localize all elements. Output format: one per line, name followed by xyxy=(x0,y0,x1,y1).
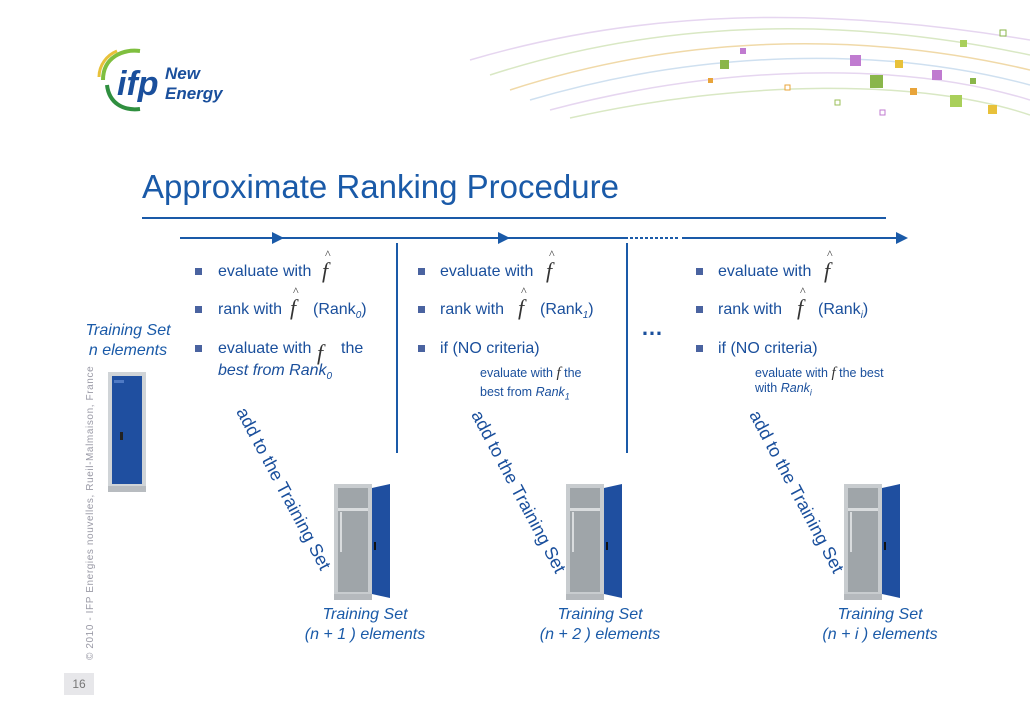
col1-bullet3-tail: the xyxy=(341,340,364,357)
bullet-icon xyxy=(195,268,202,275)
col3-sub2: with Ranki xyxy=(755,381,812,398)
hat-icon: ^ xyxy=(293,284,299,298)
f-symbol: f xyxy=(290,295,297,320)
separator-1 xyxy=(396,243,398,453)
logo-brand: ifp xyxy=(117,65,159,103)
col1-ts-line2: (n + 1 ) elements xyxy=(304,626,426,643)
col1-bullet3-line2: best from Rank0 xyxy=(218,362,332,382)
rank-close: ) xyxy=(588,301,594,318)
col2-bullet3: if (NO criteria) xyxy=(440,340,540,357)
col1-bullet3: evaluate with xyxy=(218,340,312,357)
col3-bullet3: if (NO criteria) xyxy=(718,340,818,357)
hat-icon: ^ xyxy=(521,284,527,298)
col1-ts-line1: Training Set xyxy=(322,606,408,623)
col3-add-to-training: add to the Training Set xyxy=(745,407,849,577)
rank-sub: 1 xyxy=(564,391,570,402)
rank-close: ) xyxy=(862,301,869,318)
ifp-logo-icon: ifp New Energy xyxy=(97,48,224,112)
locker-open-icon xyxy=(334,484,390,600)
col3-ts-line1: Training Set xyxy=(837,606,923,623)
rank-sub: 0 xyxy=(355,310,362,322)
locker-open-icon xyxy=(566,484,622,600)
timeline-arrows xyxy=(180,232,908,244)
sub-text: evaluate with xyxy=(755,366,828,380)
rank-text: Rank xyxy=(535,385,565,399)
page-title: Approximate Ranking Procedure xyxy=(142,168,619,205)
col1-rank: (Rank0) xyxy=(313,301,367,321)
rank-close: ) xyxy=(361,301,367,318)
f-symbol: f xyxy=(317,340,324,365)
bullet-icon xyxy=(696,268,703,275)
f-symbol: f xyxy=(797,295,804,320)
side-copyright: © 2010 - IFP Energies nouvelles, Rueil-M… xyxy=(85,365,96,660)
sub-tail: the xyxy=(564,366,582,380)
rank-text: (Rank xyxy=(313,301,356,318)
bullet-icon xyxy=(418,306,425,313)
locker-open-icon xyxy=(844,484,900,600)
col2-bullet1: evaluate with xyxy=(440,263,534,280)
left-label-line2: n elements xyxy=(88,342,168,359)
logo-line1: New xyxy=(165,64,202,83)
sub-text: with xyxy=(755,381,778,395)
hat-icon: ^ xyxy=(549,247,555,261)
rank-text: Rank xyxy=(780,381,810,395)
page-number: 16 xyxy=(64,673,94,695)
f-symbol: f xyxy=(518,295,525,320)
col2-bullet2: rank with xyxy=(440,301,505,318)
hat-icon: ^ xyxy=(800,284,806,298)
bullet-icon xyxy=(696,345,703,352)
f-symbol: f xyxy=(831,365,836,381)
rank-sub: 1 xyxy=(582,310,589,322)
bullet-icon xyxy=(195,306,202,313)
ellipsis: … xyxy=(641,315,663,340)
bullet-icon xyxy=(696,306,703,313)
logo-line2: Energy xyxy=(165,84,224,103)
rank-text: (Rank xyxy=(540,301,583,318)
col2-ts-line1: Training Set xyxy=(557,606,643,623)
separator-2 xyxy=(626,243,628,453)
hat-icon: ^ xyxy=(827,247,833,261)
f-symbol: f xyxy=(824,258,831,283)
col2-sub1: evaluate with f the xyxy=(480,365,582,382)
locker-closed-icon xyxy=(108,372,146,492)
col2-sub2: best from Rank1 xyxy=(480,385,570,402)
col3-sub1: evaluate with f the best xyxy=(755,365,884,382)
f-symbol: f xyxy=(546,258,553,283)
col1-bullet2: rank with xyxy=(218,301,283,318)
title-rule xyxy=(142,217,886,219)
col2-rank: (Rank1) xyxy=(540,301,594,321)
decorative-swoosh xyxy=(469,16,1030,119)
sub-tail: the best xyxy=(839,366,884,380)
best-from-rank: best from Rank xyxy=(218,362,327,379)
sub-text: best from xyxy=(480,385,533,399)
col2-ts-line2: (n + 2 ) elements xyxy=(539,626,661,643)
col1-add-to-training: add to the Training Set xyxy=(232,404,336,574)
bullet-icon xyxy=(418,345,425,352)
col3-rank: (Ranki) xyxy=(818,301,868,321)
f-symbol: f xyxy=(322,258,329,283)
bullet-icon xyxy=(418,268,425,275)
col3-ts-line2: (n + i ) elements xyxy=(822,626,938,643)
col3-bullet2: rank with xyxy=(718,301,783,318)
sub-text: evaluate with xyxy=(480,366,553,380)
bullet-icon xyxy=(195,345,202,352)
col1-bullet1: evaluate with xyxy=(218,263,312,280)
rank-text: (Rank xyxy=(818,301,861,318)
left-label-line1: Training Set xyxy=(85,322,171,339)
rank-sub: i xyxy=(860,310,863,322)
rank-sub: i xyxy=(809,387,812,398)
hat-icon: ^ xyxy=(325,247,331,261)
rank-sub: 0 xyxy=(326,371,333,383)
col2-add-to-training: add to the Training Set xyxy=(467,407,571,577)
col3-bullet1: evaluate with xyxy=(718,263,812,280)
f-symbol: f xyxy=(556,365,561,381)
